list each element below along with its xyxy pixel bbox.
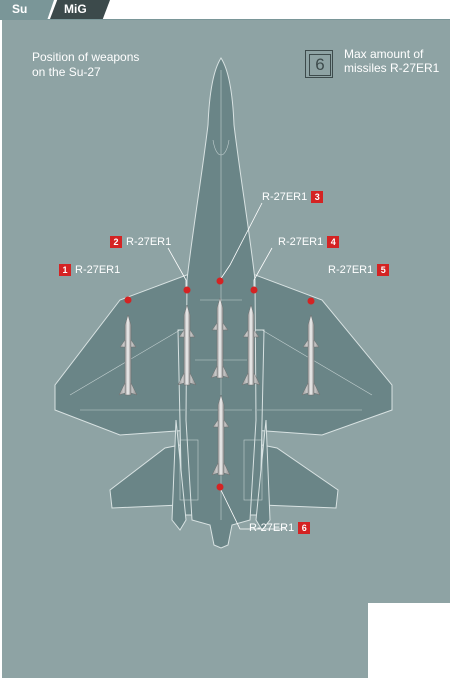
hardpoint-marker-2 — [184, 287, 191, 294]
hardpoint-label-1: 1 R-27ER1 — [59, 264, 124, 276]
hardpoint-number: 5 — [377, 264, 389, 276]
hardpoint-weapon: R-27ER1 — [278, 236, 323, 248]
diagram-title: Position of weapons on the Su-27 — [32, 50, 152, 80]
hardpoint-label-3: R-27ER1 3 — [258, 191, 323, 203]
hardpoint-marker-6 — [217, 484, 224, 491]
missile-count-icon: 6 — [305, 50, 333, 78]
hardpoint-weapon: R-27ER1 — [126, 236, 171, 248]
hardpoint-number: 2 — [110, 236, 122, 248]
missile-count-number: 6 — [309, 54, 331, 76]
hardpoint-weapon: R-27ER1 — [249, 522, 294, 534]
hardpoint-label-6: R-27ER1 6 — [245, 522, 310, 534]
hardpoint-marker-1 — [125, 297, 132, 304]
hardpoint-weapon: R-27ER1 — [75, 264, 120, 276]
hardpoint-number: 4 — [327, 236, 339, 248]
hardpoint-label-5: R-27ER1 5 — [324, 264, 389, 276]
hardpoint-number: 1 — [59, 264, 71, 276]
hardpoint-number: 3 — [311, 191, 323, 203]
missile-count-label: Max amount of missiles R-27ER1 — [344, 47, 444, 75]
hardpoint-marker-3 — [217, 278, 224, 285]
blank-corner — [368, 603, 450, 678]
hardpoint-number: 6 — [298, 522, 310, 534]
hardpoint-weapon: R-27ER1 — [328, 264, 373, 276]
hardpoint-label-4: R-27ER1 4 — [274, 236, 339, 248]
hardpoint-label-2: 2 R-27ER1 — [110, 236, 175, 248]
hardpoint-weapon: R-27ER1 — [262, 191, 307, 203]
hardpoint-marker-5 — [308, 298, 315, 305]
hardpoint-marker-4 — [251, 287, 258, 294]
